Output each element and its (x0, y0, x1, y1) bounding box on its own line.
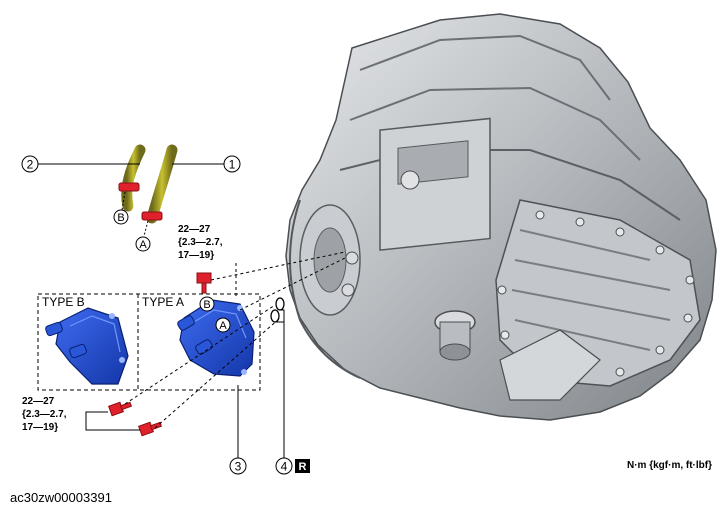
torque-bottom-line1: 22—27 (22, 396, 55, 407)
cooler-callout-b: B (199, 296, 215, 312)
cooler-callout-b-text: B (203, 299, 210, 311)
oil-cooler-type-b (45, 307, 129, 385)
torque-bottom-bracket (85, 411, 140, 431)
callout-1: 1 (223, 155, 241, 173)
cooler-callout-a: A (215, 317, 231, 333)
bolt-top (196, 272, 212, 294)
bolt-bottom (138, 421, 163, 437)
callout-3: 3 (229, 457, 247, 475)
clamp-callout-a: A (135, 220, 151, 252)
torque-top-line1: 22—27 (178, 224, 211, 235)
torque-top-line3: 17—19} (178, 250, 214, 261)
hose-clamp-b (118, 182, 140, 192)
type-frame (37, 293, 261, 391)
replace-mark-text: R (299, 461, 307, 473)
clamp-callout-b-text: B (117, 212, 124, 224)
callout-3-text: 3 (235, 460, 242, 474)
callout-4-text: 4 (281, 460, 288, 474)
oil-cooler-type-a (177, 299, 255, 377)
torque-bottom-line2: {2.3—2.7, (22, 409, 67, 420)
callout-1-text: 1 (229, 158, 236, 172)
transmission-housing (285, 13, 717, 421)
replace-mark: R (295, 459, 310, 473)
unit-label: N·m {kgf·m, ft·lbf} (627, 460, 712, 471)
clamp-callout-a-text: A (139, 239, 147, 251)
o-ring-upper (275, 297, 285, 311)
bolt-left (108, 401, 133, 417)
torque-top-line2: {2.3—2.7, (178, 237, 223, 248)
type-a-label: TYPE A (142, 295, 184, 309)
cooler-callout-a-text: A (219, 320, 227, 332)
torque-bottom-line3: 17—19} (22, 422, 58, 433)
image-caption: ac30zw00003391 (10, 490, 112, 505)
o-ring-lower (270, 309, 280, 323)
install-lines (124, 251, 346, 429)
callout-4: 4 (275, 457, 293, 475)
type-b-label: TYPE B (42, 295, 85, 309)
callout-2: 2 (21, 155, 39, 173)
clamp-callout-b: B (113, 191, 129, 225)
callout-2-text: 2 (27, 158, 34, 172)
hose-clamp-a (141, 211, 163, 221)
callout-leader-4 (275, 309, 285, 458)
